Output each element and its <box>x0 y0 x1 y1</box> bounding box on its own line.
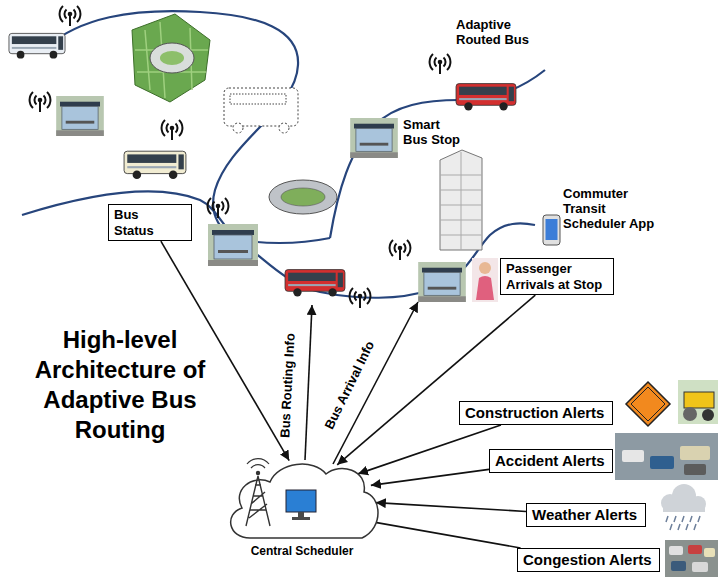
passenger-body <box>476 276 494 300</box>
connector-arrow <box>376 503 526 512</box>
wireless-icon <box>208 198 229 218</box>
bus-stop-icon <box>418 262 466 302</box>
alert-box: Accident Alerts <box>489 449 613 473</box>
routing-arrow <box>305 305 312 460</box>
cloud-shape <box>222 452 382 544</box>
roller-photo <box>678 380 718 424</box>
park-map <box>132 14 210 102</box>
arrow-label: Bus Routing Info <box>278 332 298 437</box>
congestion-photo <box>665 540 718 577</box>
phone-screen <box>546 219 558 240</box>
office-tower <box>440 150 482 250</box>
node-text: Congestion Alerts <box>523 551 654 569</box>
ghost-bus-window <box>230 94 286 104</box>
bus-route <box>22 192 236 238</box>
computer-monitor <box>286 490 316 512</box>
scheduler-cloud: Central Scheduler <box>222 452 382 558</box>
park-map <box>132 14 210 102</box>
car-shape <box>688 545 702 554</box>
accident-photo <box>615 433 718 480</box>
wireless-icon <box>350 288 371 308</box>
car-shape <box>622 450 644 462</box>
bus-icon <box>456 84 516 111</box>
park-grid <box>135 22 208 98</box>
weather-cloud <box>663 502 705 512</box>
stadium-field <box>281 188 325 206</box>
ghost-bus <box>224 88 298 133</box>
alert-box: Weather Alerts <box>526 503 646 527</box>
bus-route <box>330 70 545 238</box>
road-roller <box>684 392 714 408</box>
node-text: Passenger Arrivals at Stop <box>506 261 606 292</box>
ghost-bus-wheel <box>279 123 289 133</box>
cloud-outline <box>231 464 378 538</box>
connector-arrow <box>337 295 535 465</box>
callout-label: Adaptive Routed Bus <box>456 18 548 48</box>
congestion-photo <box>665 540 718 577</box>
construction-photo <box>626 380 718 426</box>
radio-tower-tip <box>256 471 260 475</box>
bus-stop-icon <box>208 224 258 266</box>
node-text: Bus Status <box>114 207 166 238</box>
phone-icon <box>543 215 560 245</box>
rain-drops <box>666 516 700 530</box>
park-field <box>160 51 184 65</box>
weather-icon <box>661 484 706 530</box>
roller-wheel <box>702 409 714 421</box>
node-text: Construction Alerts <box>465 404 607 422</box>
callout-label: Commuter Transit Scheduler App <box>563 187 669 232</box>
status-box: Bus Status <box>108 204 192 241</box>
car-shape <box>692 562 708 572</box>
arrow-label: Bus Arrival Info <box>322 338 378 431</box>
bus-icon <box>9 33 65 58</box>
alert-box: Construction Alerts <box>459 401 613 425</box>
bus-stop-icon <box>56 96 104 136</box>
car-shape <box>704 548 715 557</box>
road-sign <box>626 382 670 426</box>
node-text: Central Scheduler <box>222 544 382 558</box>
road-sign-inner <box>631 387 665 421</box>
bus-icon <box>285 270 345 297</box>
car-shape <box>669 546 683 555</box>
callout-label: Smart Bus Stop <box>403 118 465 148</box>
connector-arrow <box>161 241 289 460</box>
roller-drum <box>683 407 697 421</box>
connector-arrow <box>371 469 489 485</box>
stadium <box>269 180 337 214</box>
stadium <box>269 180 337 214</box>
wireless-icon <box>390 240 411 260</box>
park-stadium <box>150 43 194 73</box>
bus-icon <box>124 151 186 179</box>
phone-icon <box>543 215 560 245</box>
alert-box: Congestion Alerts <box>517 548 660 572</box>
ghost-bus-wheel <box>233 123 243 133</box>
bus-stop-icon <box>350 118 398 158</box>
office-tower <box>440 150 482 250</box>
passenger-photo <box>472 258 498 302</box>
wireless-icon <box>430 54 451 74</box>
connector-arrow <box>358 425 501 474</box>
radio-waves <box>247 459 269 468</box>
car-shape <box>671 561 686 571</box>
car-shape <box>680 446 710 460</box>
node-text: Weather Alerts <box>532 506 640 524</box>
radio-tower <box>246 476 270 526</box>
tower-floors <box>440 152 482 250</box>
wireless-icon <box>60 6 81 26</box>
wireless-icon <box>162 120 183 140</box>
bus-route <box>22 11 545 298</box>
accident-photo <box>615 433 718 480</box>
car-shape <box>684 464 706 475</box>
wireless-icon <box>30 92 51 112</box>
car-shape <box>650 456 674 469</box>
ghost-bus <box>224 88 298 126</box>
arrival-box: Passenger Arrivals at Stop <box>500 258 614 295</box>
node-text: Accident Alerts <box>495 452 607 470</box>
passenger-photo <box>472 258 498 302</box>
diagram-title: High-level Architecture of Adaptive Bus … <box>20 325 220 445</box>
connector-arrow <box>365 521 520 548</box>
passenger-head <box>479 262 491 274</box>
monitor-stand <box>292 512 310 520</box>
